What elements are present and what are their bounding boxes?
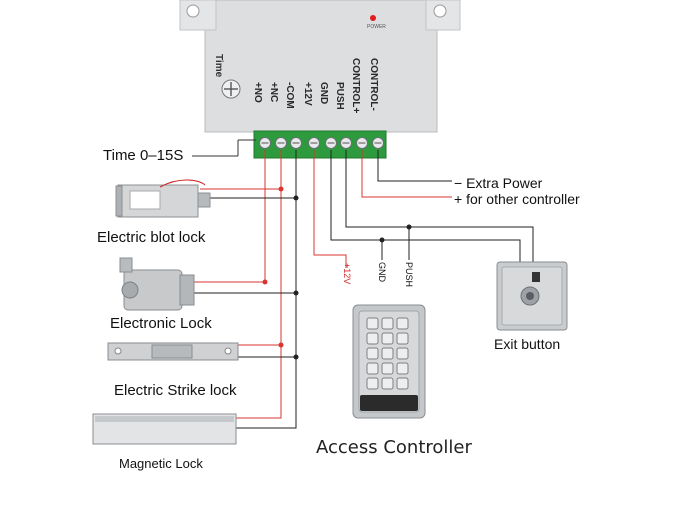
keypad-key[interactable] bbox=[396, 377, 409, 390]
electronic-lock-label: Electronic Lock bbox=[110, 315, 212, 332]
electronic-lock bbox=[119, 257, 195, 311]
wires bbox=[192, 150, 534, 429]
terminal-label-nc: +NC bbox=[268, 82, 279, 103]
keypad-key[interactable] bbox=[381, 332, 394, 345]
keypad-key[interactable] bbox=[366, 332, 379, 345]
keypad-key[interactable] bbox=[366, 377, 379, 390]
terminal-label-com: -COM bbox=[284, 82, 295, 109]
terminal-label-push: PUSH bbox=[334, 82, 345, 110]
controller-box bbox=[179, 0, 461, 133]
terminal-label-control-plus: CONTROL+ bbox=[350, 58, 361, 114]
time-setting-label: Time 0–15S bbox=[103, 147, 184, 164]
power-led bbox=[370, 15, 376, 21]
keypad-key[interactable] bbox=[381, 347, 394, 360]
exit-button-label: Exit button bbox=[494, 336, 561, 352]
keypad-key[interactable] bbox=[396, 347, 409, 360]
access-controller-label: Access Controller bbox=[316, 437, 472, 458]
terminal-label-12v: +12V bbox=[302, 82, 313, 106]
power-label: POWER bbox=[367, 24, 386, 30]
keypad-key[interactable] bbox=[366, 347, 379, 360]
terminal-block bbox=[253, 130, 387, 159]
terminal-label-no: +NO bbox=[252, 82, 263, 103]
electric-strike-lock-label: Electric Strike lock bbox=[114, 382, 237, 399]
keypad-key[interactable] bbox=[396, 332, 409, 345]
keypad-key[interactable] bbox=[396, 362, 409, 375]
wire-gnd-label: GND bbox=[377, 262, 387, 282]
electric-blot-lock-label: Electric blot lock bbox=[97, 229, 206, 246]
exit-button-device[interactable] bbox=[496, 261, 568, 331]
extra-power-minus-label: − Extra Power bbox=[454, 175, 543, 191]
keypad-key[interactable] bbox=[366, 362, 379, 375]
keypad-key[interactable] bbox=[396, 317, 409, 330]
wire-push-label: PUSH bbox=[404, 262, 414, 288]
extra-power-plus-label: + for other controller bbox=[454, 191, 580, 207]
access-controller-keypad[interactable] bbox=[352, 304, 426, 419]
magnetic-lock-label: Magnetic Lock bbox=[119, 456, 203, 471]
terminal-label-gnd: GND bbox=[318, 82, 329, 105]
wire-12v-label: +12V bbox=[342, 263, 352, 285]
keypad-key[interactable] bbox=[381, 377, 394, 390]
terminal-label-control-minus: CONTROL- bbox=[368, 58, 379, 111]
keypad-key[interactable] bbox=[366, 317, 379, 330]
electric-strike-lock bbox=[107, 342, 239, 361]
time-label: Time bbox=[213, 54, 224, 78]
keypad-key[interactable] bbox=[381, 317, 394, 330]
electric-blot-lock bbox=[115, 179, 211, 218]
keypad-key[interactable] bbox=[381, 362, 394, 375]
magnetic-lock bbox=[92, 413, 237, 445]
junctions bbox=[262, 186, 412, 360]
